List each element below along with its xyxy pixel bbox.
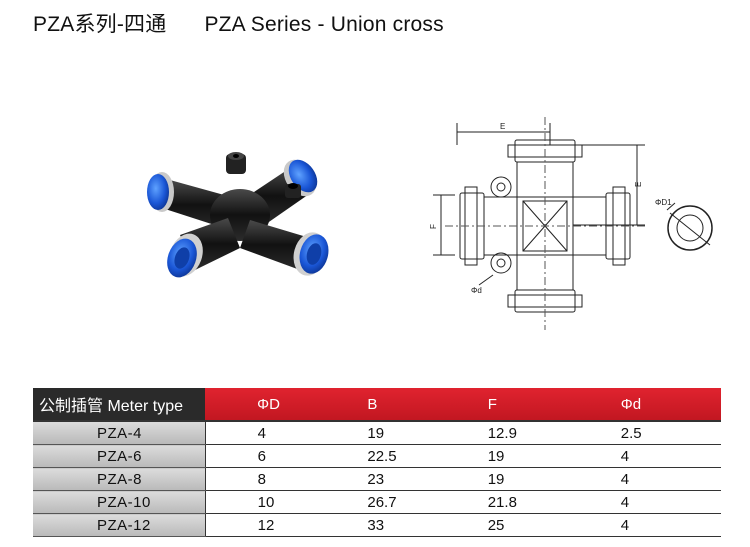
cell-model: PZA-4 [33, 420, 206, 445]
cell-phi-d-outer: 6 [205, 444, 344, 468]
cell-f: 25 [451, 513, 575, 537]
cell-b: 33 [343, 513, 452, 537]
cell-phi-d-outer: 10 [205, 490, 344, 514]
cell-model: PZA-8 [33, 467, 206, 491]
header-phi-d-inner: Φd [574, 388, 721, 421]
cell-b: 19 [343, 420, 452, 445]
header-b: B [343, 388, 452, 421]
cell-phi-d-outer: 12 [205, 513, 344, 537]
cell-phi-d-inner: 4 [574, 444, 721, 468]
table-header-row: 公制插管 Meter type ΦD B F Φd [33, 388, 721, 421]
cell-f: 12.9 [451, 420, 575, 445]
cell-b: 26.7 [343, 490, 452, 514]
cell-phi-d-inner: 2.5 [574, 420, 721, 445]
header-f: F [451, 388, 575, 421]
cell-phi-d-inner: 4 [574, 467, 721, 491]
dim-label-phi-d1: ΦD1 [655, 198, 672, 207]
title-chinese: PZA系列-四通 [33, 13, 167, 36]
dim-label-phi-d: Φd [471, 286, 482, 295]
page-title: PZA系列-四通 PZA Series - Union cross [33, 8, 444, 38]
dim-label-f: F [429, 224, 438, 229]
cell-phi-d-outer: 4 [205, 420, 344, 445]
dim-label-e-top: E [500, 122, 505, 131]
table-row: PZA-8 8 23 19 4 [33, 467, 721, 491]
table-row: PZA-10 10 26.7 21.8 4 [33, 490, 721, 514]
cell-b: 23 [343, 467, 452, 491]
header-phi-d-outer: ΦD [205, 388, 344, 421]
cell-b: 22.5 [343, 444, 452, 468]
cell-f: 19 [451, 444, 575, 468]
table-row: PZA-12 12 33 25 4 [33, 513, 721, 537]
product-photo [147, 152, 329, 278]
spec-table: 公制插管 Meter type ΦD B F Φd PZA-4 4 19 12.… [33, 388, 721, 537]
cell-phi-d-inner: 4 [574, 513, 721, 537]
dim-label-e-side: E [634, 182, 643, 187]
cell-model: PZA-6 [33, 444, 206, 468]
table-row: PZA-4 4 19 12.9 2.5 [33, 420, 721, 445]
cell-phi-d-inner: 4 [574, 490, 721, 514]
title-english: PZA Series - Union cross [204, 13, 444, 36]
cell-f: 21.8 [451, 490, 575, 514]
cell-model: PZA-12 [33, 513, 206, 537]
cell-f: 19 [451, 467, 575, 491]
cell-phi-d-outer: 8 [205, 467, 344, 491]
table-row: PZA-6 6 22.5 19 4 [33, 444, 721, 468]
cell-model: PZA-10 [33, 490, 206, 514]
technical-drawing: E E F Φd ΦD1 [429, 117, 713, 330]
header-meter-type: 公制插管 Meter type [33, 388, 206, 421]
